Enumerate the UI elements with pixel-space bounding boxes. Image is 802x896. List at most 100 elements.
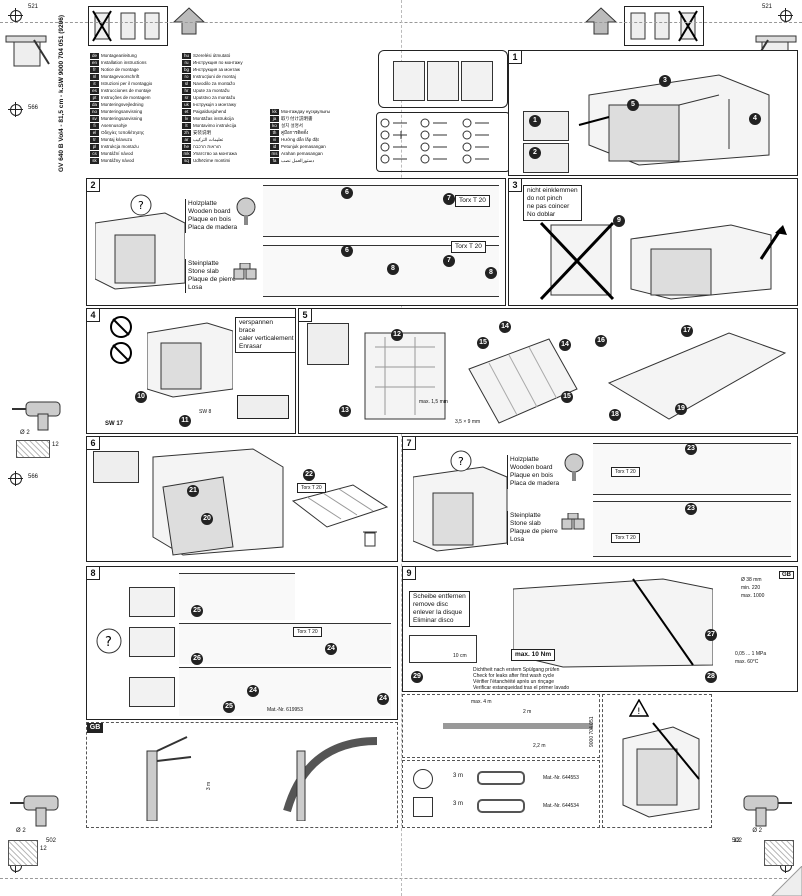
step5-screw-spec: 3,5 × 9 mm: [455, 419, 481, 425]
svg-text:?: ?: [138, 199, 144, 212]
language-code: es: [90, 87, 99, 94]
warning-dishwasher: [622, 722, 700, 818]
cable-length-a: 3 m: [453, 773, 464, 779]
crosshair-mid-left: [8, 102, 23, 117]
gb-hose-curve: [283, 737, 378, 821]
callout-14b: 14: [559, 339, 571, 351]
step-panel-8: 8 ? 25 26 24 24 25 24 Torx T 20 Mat.-Nr.…: [86, 566, 398, 720]
step6-inset-a: [93, 451, 139, 483]
option-c-panel: [129, 677, 175, 707]
language-code: ms: [270, 150, 279, 157]
language-title: Οδηγίες τοποθέτησης: [101, 129, 145, 135]
language-title: 取り付け説明書: [281, 115, 313, 121]
drill-icon-bottom-left: [10, 795, 59, 827]
callout-24c: 24: [377, 693, 389, 705]
ref-bottom-left: 502: [46, 838, 57, 844]
drill-depth-bottom-right: 12: [733, 838, 740, 844]
step6-rack: [291, 484, 389, 528]
callout-14a: 14: [499, 321, 511, 333]
language-code: hu: [182, 52, 191, 59]
torx-label-7b: Torx T 20: [611, 533, 640, 543]
tree-icon: [236, 197, 256, 225]
language-title: Hướng dẫn lắp đặt: [281, 136, 319, 142]
language-title: Installation instructions: [101, 59, 147, 65]
doc-code: GV 640 B Vol4 - 81,5 cm - k.SW 9000 704 …: [58, 14, 65, 172]
language-code: id: [270, 143, 279, 150]
callout-19: 19: [675, 403, 687, 415]
parts-list: [376, 112, 510, 172]
torx-label-8: Torx T 20: [293, 627, 322, 637]
cable-coil-b: [477, 799, 525, 813]
sw8-label: SW 8: [199, 409, 212, 415]
ref-bottom-right: 502: [731, 838, 742, 844]
language-code: fi: [90, 122, 99, 129]
language-title: 安装说明: [193, 129, 211, 135]
step-panel-5: 5 12 13 14 14 15 15 16 17 18 19 3,5 × 9 …: [298, 308, 798, 434]
language-title: Istruzioni per il montaggio: [101, 80, 153, 86]
gb-section: GB 3 m: [86, 722, 398, 828]
language-code: pt: [90, 94, 99, 101]
language-code: vi: [270, 136, 279, 143]
language-title: Instrukcja montażu: [101, 143, 139, 149]
callout-15a: 15: [477, 337, 489, 349]
callout-21: 21: [187, 485, 199, 497]
arrow-up-icon-left: [172, 7, 206, 35]
option-b-panel: [129, 627, 175, 657]
step1-inset-b: [523, 143, 569, 173]
step2-kitchen: ?: [95, 194, 185, 290]
language-code: it: [90, 80, 99, 87]
language-title: Упатство за монтажа: [193, 150, 237, 156]
gb-badge: GB: [87, 723, 103, 733]
language-title: تعليمات التركيب: [193, 136, 224, 142]
step6-door: [152, 448, 284, 556]
callout-4: 4: [749, 113, 761, 125]
language-title: Asennusohje: [101, 122, 128, 128]
language-title: Szerelési útmutató: [193, 52, 231, 58]
language-title: Paigaldusjuhend: [193, 108, 227, 114]
language-code: fa: [270, 157, 279, 164]
callout-18: 18: [609, 409, 621, 421]
language-title: הוראות הרכבה: [193, 143, 221, 149]
warning-section: !: [602, 694, 712, 828]
language-title: Arahan pemasangan: [281, 150, 323, 156]
cable-length-b: 3 m: [453, 801, 464, 807]
callout-23b: 23: [685, 503, 697, 515]
callout-23a: 23: [685, 443, 697, 455]
language-code: he: [182, 143, 191, 150]
drill-icon-bottom-right: [743, 795, 792, 827]
language-code: sv: [90, 115, 99, 122]
drill-depth-left: 12: [52, 442, 59, 448]
socket-icon-b: [413, 797, 433, 817]
torque-label: max. 10 Nm: [511, 649, 556, 661]
language-code: et: [182, 108, 191, 115]
question-bubble: ?: [96, 628, 122, 654]
callout-5: 5: [627, 99, 639, 111]
panel-icons-top-left: [88, 6, 168, 46]
step5-door-panel: [468, 338, 578, 424]
cabinet-sketch-top-left: [5, 35, 50, 67]
callout-29: 29: [411, 671, 423, 683]
language-code: bg: [182, 66, 191, 73]
language-title: Udhëzime montimi: [193, 157, 231, 163]
detail-a: [179, 573, 295, 620]
language-code: fr: [90, 66, 99, 73]
